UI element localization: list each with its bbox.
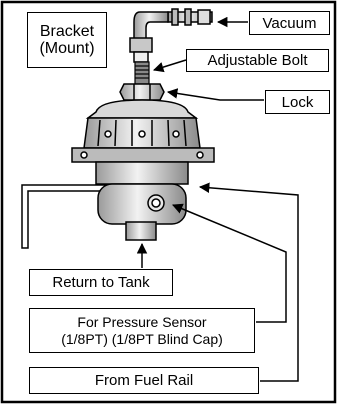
lock-arrow — [166, 88, 264, 101]
vacuum-fitting — [129, 8, 213, 63]
pressure-sensor-label: For Pressure Sensor (1/8PT) (1/8PT Blind… — [29, 308, 255, 353]
adjustable-bolt-arrow — [152, 59, 187, 73]
lock-nut — [119, 83, 165, 101]
pressure-sensor-label-line2: (1/8PT) (1/8PT Blind Cap) — [61, 330, 223, 347]
bracket-label-line1: Bracket — [39, 23, 95, 40]
vacuum-label: Vacuum — [249, 11, 330, 35]
bracket-label-line2: (Mount) — [39, 40, 95, 57]
adjustable-bolt — [134, 61, 150, 85]
from-fuel-rail-label: From Fuel Rail — [29, 367, 259, 394]
lock-label: Lock — [265, 90, 330, 114]
bracket-label: Bracket (Mount) — [27, 12, 107, 68]
adjustable-bolt-label: Adjustable Bolt — [186, 49, 329, 72]
pressure-sensor-label-line1: For Pressure Sensor — [77, 313, 207, 330]
fuel-rail-leader — [198, 182, 299, 382]
regulator-body — [71, 99, 215, 241]
return-to-tank-label: Return to Tank — [29, 269, 173, 296]
pressure-sensor-leader — [172, 203, 287, 323]
